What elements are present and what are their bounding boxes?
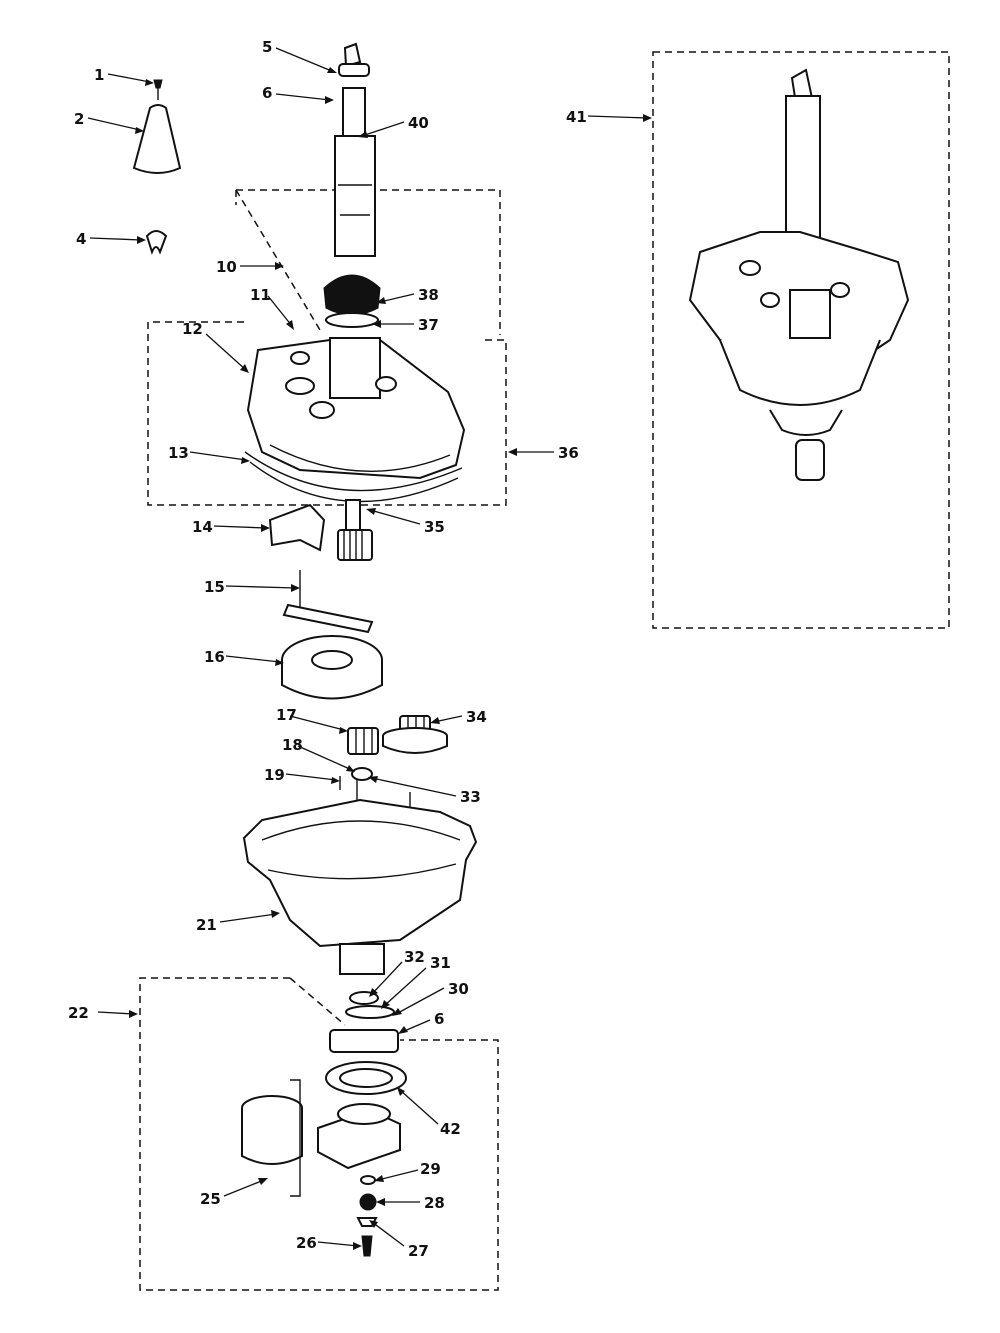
part-29-nut [360,1175,376,1185]
callout-19: 19 [264,766,285,784]
assembly-outline-22 [139,977,499,1291]
callout-31: 31 [430,954,451,972]
part-2-cap [132,104,182,174]
callout-18: 18 [282,736,303,754]
assembly-outline-10 [235,189,501,335]
callout-13: 13 [168,444,189,462]
callout-35: 35 [424,518,445,536]
callout-27: 27 [408,1242,429,1260]
callout-30: 30 [448,980,469,998]
callout-26: 26 [296,1234,317,1252]
part-21-lower-case [242,798,478,975]
part-17-pinion [347,727,379,755]
callout-33: 33 [460,788,481,806]
callout-34: 34 [466,708,487,726]
part-16-gear [281,635,383,700]
callout-15: 15 [204,578,225,596]
callout-22: 22 [68,1004,89,1022]
leader-lines [87,47,652,1250]
part-36-upper-housing [246,337,466,480]
callout-25: 25 [200,1190,221,1208]
callout-6-lower: 6 [434,1010,444,1028]
callout-32: 32 [404,948,425,966]
part-28-washer [359,1193,377,1211]
callout-11: 11 [250,286,271,304]
assembly-outline-41 [652,51,950,629]
callout-36: 36 [558,444,579,462]
callout-10: 10 [216,258,237,276]
part-1-screw [153,79,163,100]
part-35-pinion [337,499,373,561]
callout-6-upper: 6 [262,84,272,102]
callout-17: 17 [276,706,297,724]
callout-37: 37 [418,316,439,334]
callout-41: 41 [566,108,587,126]
callout-12: 12 [182,320,203,338]
part-41-assembly [688,68,910,481]
callout-1: 1 [94,66,104,84]
callout-2: 2 [74,110,84,128]
callout-42: 42 [440,1120,461,1138]
part-25-drum [241,1079,303,1197]
part-brake-block [317,1103,401,1170]
part-15-crank [282,570,374,634]
callout-29: 29 [420,1160,441,1178]
callout-40: 40 [408,114,429,132]
callout-labels: 1 2 4 5 6 40 10 11 38 37 12 36 13 35 14 … [68,38,587,1260]
part-38-seal [323,274,381,328]
part-18-washer [351,767,373,781]
part-4-clip [145,230,168,255]
part-26-screw [361,1235,373,1257]
callout-38: 38 [418,286,439,304]
part-14-fork [268,503,326,552]
callout-21: 21 [196,916,217,934]
part-30-32-seals [329,991,399,1053]
part-42-bearing [325,1061,407,1095]
part-34-gear [382,715,448,754]
callout-14: 14 [192,518,213,536]
part-40-shaft [334,42,376,257]
assembly-outline-36 [147,321,507,506]
callout-5: 5 [262,38,272,56]
callout-16: 16 [204,648,225,666]
callout-4: 4 [76,230,86,248]
callout-28: 28 [424,1194,445,1212]
